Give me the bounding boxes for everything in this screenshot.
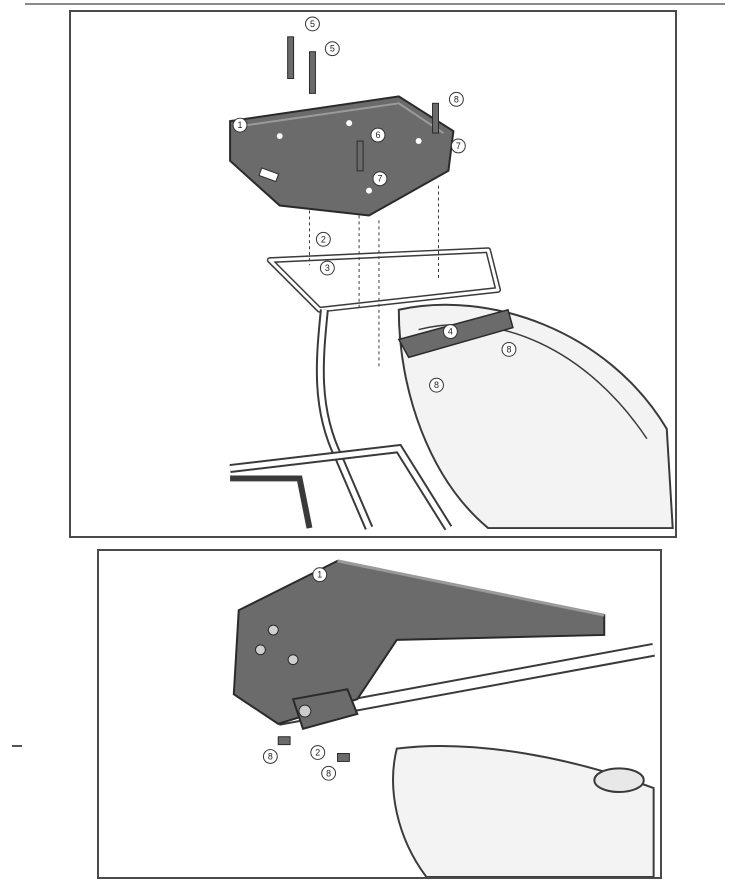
callout: 5 (324, 41, 340, 57)
svg-text:4: 4 (448, 327, 453, 337)
detail-lower-body (392, 745, 655, 877)
callout: 8 (321, 765, 337, 781)
plate-slot (258, 167, 280, 183)
callout: 8 (262, 749, 278, 764)
plate-hole-1 (276, 133, 283, 140)
bolt-3 (432, 102, 439, 134)
callout: 6 (370, 127, 386, 143)
detail-view-drawing: 1 8 2 8 (232, 559, 655, 877)
callout: 1 (232, 117, 248, 133)
detail-bracket (291, 688, 359, 731)
side-mark (12, 745, 22, 747)
svg-text:3: 3 (325, 263, 330, 273)
frame-downtube-inner (317, 309, 372, 530)
callout: 8 (429, 377, 444, 393)
rear-frame-tube-inner (268, 248, 500, 312)
svg-text:8: 8 (454, 94, 459, 104)
detail-plate-hole-2 (255, 644, 266, 656)
frame-lower-rail-inner (229, 446, 451, 530)
bolt-1 (287, 36, 295, 79)
detail-bracket-hole (298, 704, 312, 718)
plate-hole-4 (366, 187, 373, 194)
bolt-4 (356, 140, 364, 172)
svg-text:8: 8 (434, 380, 439, 390)
svg-text:1: 1 (238, 120, 243, 130)
bolt-2 (308, 51, 316, 94)
detail-nut-1 (277, 736, 291, 746)
svg-text:2: 2 (315, 748, 320, 758)
callout: 1 (312, 567, 328, 583)
callout: 8 (501, 341, 517, 357)
callout: 8 (448, 91, 464, 107)
detail-plate-hole-3 (287, 654, 299, 666)
plate-hole-2 (346, 120, 353, 127)
callout: 2 (310, 745, 326, 760)
plate-hole-3 (415, 138, 422, 144)
svg-text:6: 6 (375, 130, 380, 140)
seat-outline (397, 303, 674, 530)
callout: 2 (315, 231, 331, 247)
detail-nut-2 (337, 753, 350, 762)
svg-text:8: 8 (326, 768, 331, 778)
detail-indicator-light (593, 767, 645, 794)
callout: 7 (450, 138, 466, 154)
exploded-view-drawing: 5 5 8 1 6 7 7 2 3 4 8 8 (229, 16, 674, 531)
svg-text:5: 5 (330, 44, 335, 54)
detail-plate-edge (337, 559, 605, 617)
svg-text:7: 7 (456, 141, 461, 151)
callout: 3 (319, 260, 335, 276)
svg-text:1: 1 (317, 570, 322, 580)
svg-text:5: 5 (310, 19, 315, 29)
detail-view-panel: 1 8 2 8 (97, 549, 662, 879)
top-rule (25, 3, 725, 5)
svg-text:8: 8 (506, 344, 511, 354)
exploded-view-panel: 5 5 8 1 6 7 7 2 3 4 8 8 (69, 10, 677, 538)
callout: 4 (442, 324, 458, 340)
pannier-rack (230, 475, 313, 529)
top-plate (229, 95, 455, 217)
svg-text:7: 7 (377, 174, 382, 184)
svg-text:8: 8 (268, 751, 273, 761)
callout: 7 (372, 171, 388, 187)
callout: 5 (305, 16, 320, 32)
svg-text:2: 2 (321, 234, 326, 244)
top-plate-highlight (239, 102, 445, 134)
detail-plate-hole-1 (267, 624, 279, 636)
